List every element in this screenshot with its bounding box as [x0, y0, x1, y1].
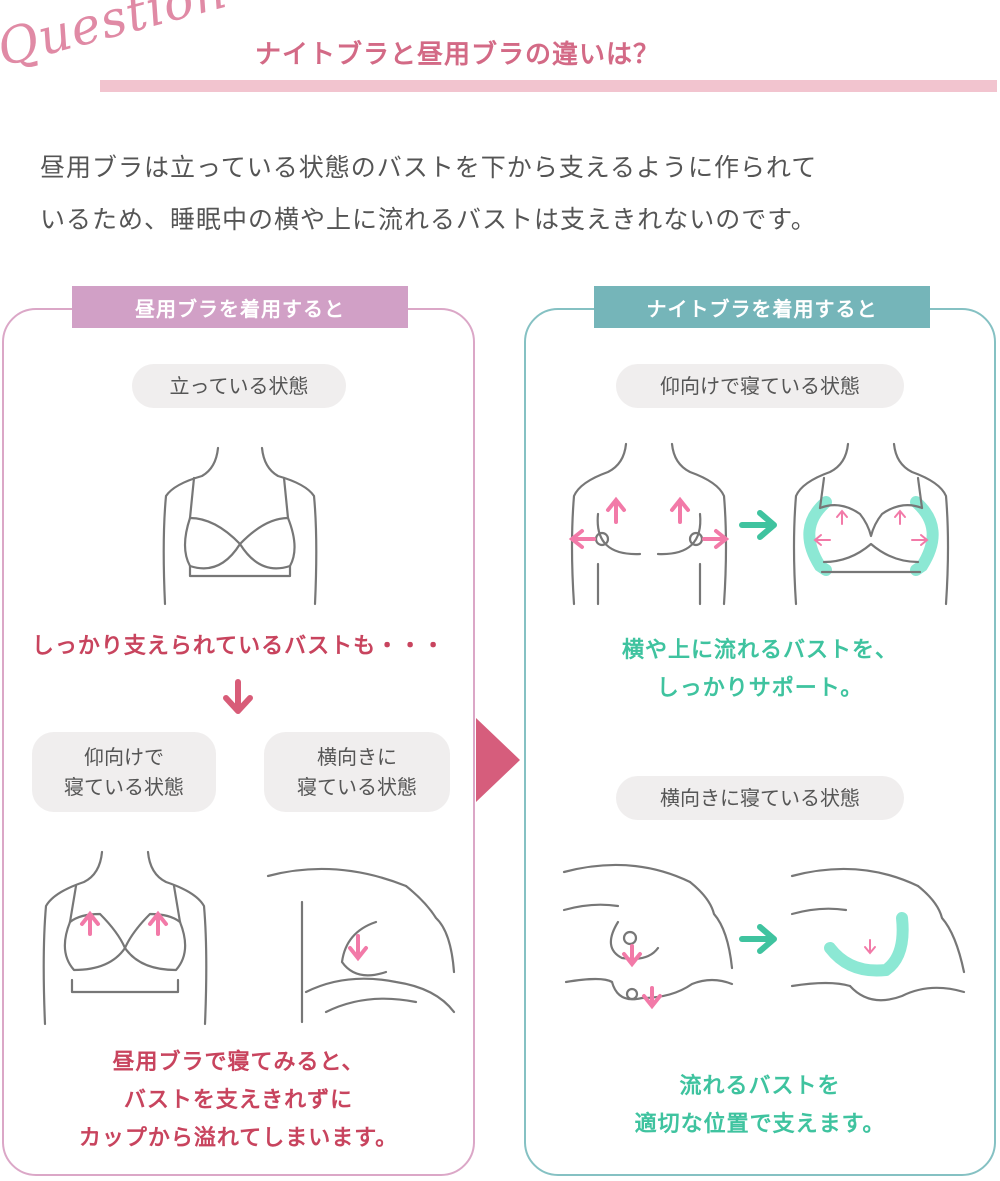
day-bra-result-line1: 昼用ブラで寝てみると、	[112, 1050, 365, 1075]
chevron-down-icon	[223, 679, 253, 714]
day-bra-result-message: 昼用ブラで寝てみると、 バストを支えきれずに カップから溢れてしまいます。	[2, 1044, 475, 1158]
pill-side-line2: 寝ている状態	[297, 775, 417, 799]
intro-line-2: いるため、睡眠中の横や上に流れるバストは支えきれないのです。	[40, 205, 817, 234]
night-support-line1: 横や上に流れるバストを、	[621, 638, 898, 663]
standing-bra-illustration	[162, 446, 318, 606]
side-day-bra-illustration	[266, 867, 456, 1024]
pill-night-side: 横向きに寝ている状態	[616, 776, 904, 820]
triangle-right-icon	[476, 718, 520, 802]
supported-message: しっかり支えられているバストも・・・	[31, 634, 446, 659]
question-word: Question	[0, 0, 233, 78]
supine-bare-illustration	[568, 442, 730, 606]
night-side-message: 流れるバストを 適切な位置で支えます。	[524, 1068, 996, 1144]
night-bra-panel	[524, 308, 996, 1176]
pill-supine-line2: 寝ている状態	[64, 775, 184, 799]
page-title: ナイトブラと昼用ブラの違いは？	[255, 40, 661, 70]
pill-supine-line1: 仰向けで	[84, 745, 164, 769]
pill-night-supine: 仰向けで寝ている状態	[616, 364, 904, 408]
header-rule	[100, 80, 997, 92]
night-support-line2: しっかりサポート。	[656, 676, 864, 701]
pill-side-line1: 横向きに	[317, 745, 397, 769]
night-side-line2: 適切な位置で支えます。	[634, 1112, 886, 1137]
night-bra-tab: ナイトブラを着用すると	[594, 286, 930, 328]
day-bra-result-line2: バストを支えきれずに	[123, 1088, 354, 1113]
day-bra-result-line3: カップから溢れてしまいます。	[78, 1126, 399, 1151]
supine-night-bra-illustration	[792, 442, 950, 606]
supine-day-bra-illustration	[42, 850, 208, 1026]
arrow-right-icon	[739, 924, 777, 954]
day-bra-tab: 昼用ブラを着用すると	[72, 286, 408, 328]
arrow-right-icon	[739, 510, 777, 540]
intro-line-1: 昼用ブラは立っている状態のバストを下から支えるように作られて	[40, 153, 818, 182]
pill-standing: 立っている状態	[132, 364, 346, 408]
intro-text: 昼用ブラは立っている状態のバストを下から支えるように作られて いるため、睡眠中の…	[40, 142, 970, 246]
night-side-line1: 流れるバストを	[679, 1074, 841, 1099]
pill-supine: 仰向けで 寝ている状態	[32, 732, 216, 812]
side-night-bra-illustration	[790, 867, 966, 1002]
pill-side: 横向きに 寝ている状態	[264, 732, 450, 812]
night-support-message: 横や上に流れるバストを、 しっかりサポート。	[524, 632, 996, 708]
side-bare-illustration	[562, 863, 734, 1010]
